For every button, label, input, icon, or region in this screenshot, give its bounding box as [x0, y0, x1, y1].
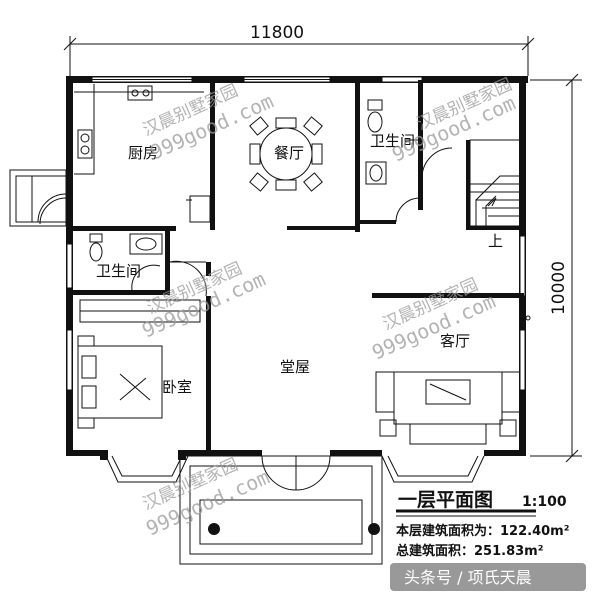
room-label-hall: 堂屋: [280, 358, 310, 376]
total-area-text: 总建筑面积：251.83m²: [396, 543, 543, 559]
dimension-top: [63, 36, 535, 76]
living-furniture: [375, 315, 531, 445]
room-label-dining: 餐厅: [274, 144, 304, 162]
floor-area-text: 本层建筑面积为：122.40m²: [396, 523, 569, 539]
bedroom-fixtures: [77, 299, 201, 429]
staircase: [469, 139, 521, 227]
dimension-right: [530, 73, 582, 463]
dining-table: [249, 116, 323, 192]
dimension-height-label: 10000: [549, 261, 569, 315]
room-label-bedroom: 卧室: [162, 378, 192, 396]
left-bathroom-fixtures: [89, 233, 207, 297]
room-label-living: 客厅: [440, 332, 470, 350]
bay-window-left: [100, 450, 189, 483]
title-block: [396, 509, 536, 517]
credit-text: 头条号 / 项氏天晨: [404, 568, 532, 587]
kitchen-counter: [39, 84, 211, 225]
room-label-kitchen: 厨房: [128, 144, 158, 162]
drawing-title: 一层平面图: [398, 489, 493, 511]
credit-background: [390, 563, 586, 591]
stair-up-label: 上: [488, 232, 503, 250]
side-porch: [9, 169, 67, 227]
drawing-scale: 1:100: [522, 494, 567, 510]
windows: [66, 76, 526, 391]
watermark-group: 汉晨别墅家园 999good.com 汉晨别墅家园 999good.com 汉晨…: [138, 75, 519, 541]
dimension-width-label: 11800: [250, 23, 304, 43]
room-label-bathroom-left: 卫生间: [96, 262, 141, 280]
front-terrace: [179, 455, 383, 565]
bay-window-right: [381, 455, 485, 483]
right-bathroom-fixtures: [365, 99, 453, 223]
interior-walls: [66, 80, 524, 456]
room-label-bathroom-right: 卫生间: [370, 132, 415, 150]
